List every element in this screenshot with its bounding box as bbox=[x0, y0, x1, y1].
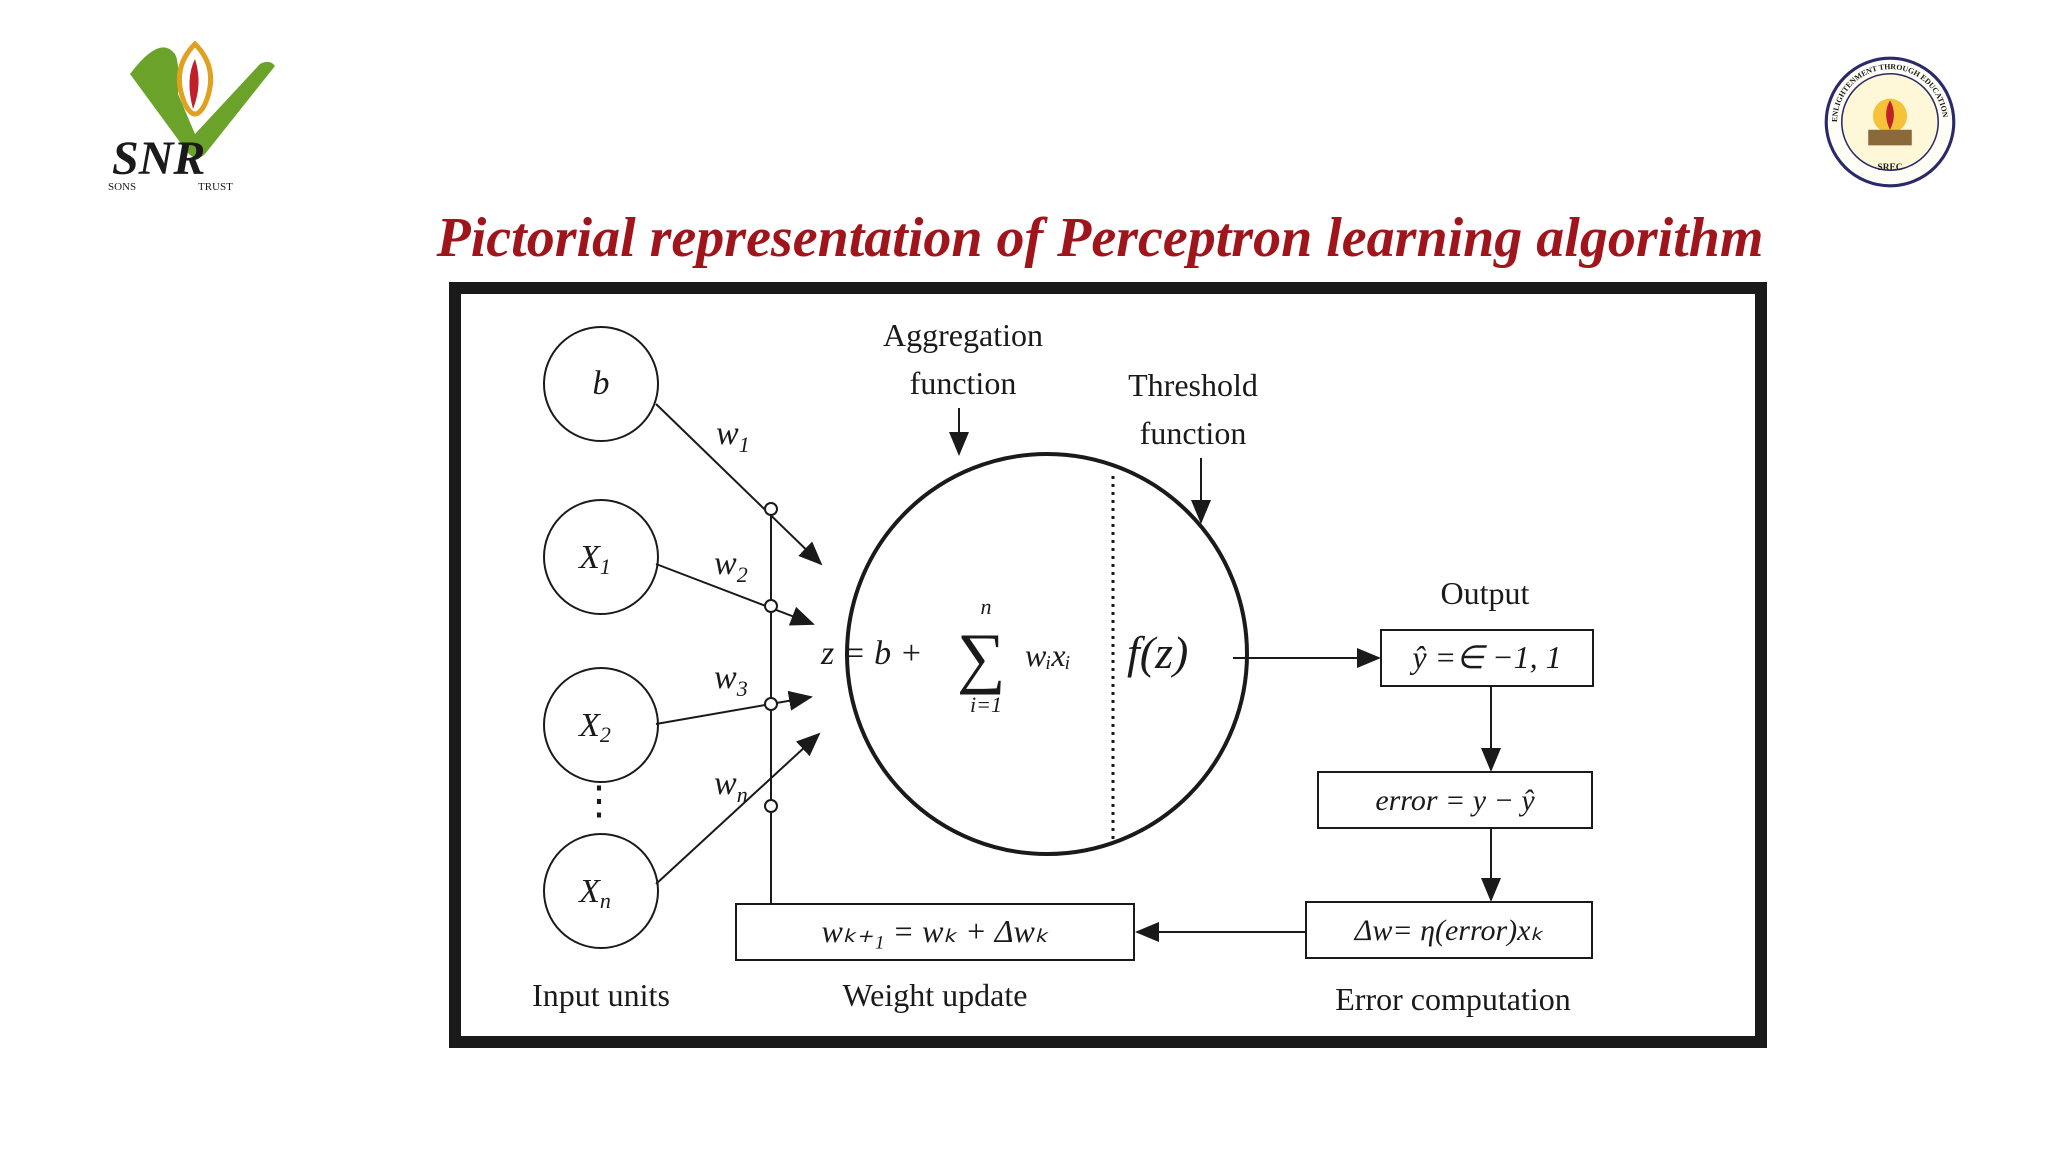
input-node-x2 bbox=[543, 667, 659, 783]
aggregation-label-1: Aggregation bbox=[883, 317, 1043, 353]
logo-sub-right: TRUST bbox=[198, 181, 233, 193]
logo-text: SNR bbox=[112, 132, 205, 185]
input-ellipsis: ⋮ bbox=[579, 778, 619, 823]
threshold-label-1: Threshold bbox=[1128, 367, 1258, 403]
junction-w1 bbox=[764, 502, 778, 516]
delta-box bbox=[1305, 901, 1593, 959]
slide-title: Pictorial representation of Perceptron l… bbox=[436, 207, 1764, 269]
seal-bottom-text: SREC bbox=[1878, 163, 1903, 173]
edge-w3 bbox=[655, 690, 813, 725]
output-label: Output bbox=[1441, 575, 1530, 611]
update-box bbox=[735, 903, 1135, 961]
input-label-x2: X2 bbox=[577, 707, 611, 747]
output-box-text: ŷ =∈ −1, 1 bbox=[1409, 639, 1561, 675]
input-node-xn bbox=[543, 833, 659, 949]
input-label-x1: X1 bbox=[577, 539, 611, 579]
update-box-text: wₖ₊₁ = wₖ + Δwₖ bbox=[822, 913, 1049, 949]
sum-upper: n bbox=[981, 594, 992, 619]
weight-label-w2: w2 bbox=[714, 545, 748, 587]
weight-label-w1: w1 bbox=[716, 415, 750, 457]
edge-w1 bbox=[655, 403, 823, 566]
perceptron-diagram: b X1 X2 ⋮ Xn w1 w2 w3 wn Aggregation fun… bbox=[449, 282, 1767, 1048]
bias-node bbox=[543, 326, 659, 442]
perceptron-svg: b X1 X2 ⋮ Xn w1 w2 w3 wn Aggregation fun… bbox=[532, 317, 1594, 1017]
seal-sun-icon bbox=[1868, 98, 1912, 146]
sum-lower: i=1 bbox=[970, 692, 1002, 717]
error-box bbox=[1317, 771, 1593, 829]
sum-term: wᵢxᵢ bbox=[1025, 637, 1071, 673]
junction-wn bbox=[764, 799, 778, 813]
activation-function: f(z) bbox=[1127, 627, 1188, 678]
neuron-circle bbox=[845, 452, 1249, 856]
output-box bbox=[1380, 629, 1594, 687]
logo-sub-left: SONS bbox=[108, 181, 136, 193]
delta-box-text: Δw= η(error)xₖ bbox=[1354, 914, 1544, 947]
error-box-text: error = y − ŷ bbox=[1375, 784, 1535, 817]
logo-leaf-shape bbox=[130, 47, 275, 159]
sum-formula-left: z = b + bbox=[820, 635, 923, 672]
label-weight-update: Weight update bbox=[843, 977, 1028, 1013]
input-node-x1 bbox=[543, 499, 659, 615]
input-label-xn: Xn bbox=[577, 873, 611, 913]
bias-label: b bbox=[593, 365, 610, 402]
weight-label-wn: wn bbox=[714, 765, 748, 807]
edge-wn bbox=[655, 732, 821, 885]
label-error-computation: Error computation bbox=[1335, 981, 1570, 1017]
threshold-label-2: function bbox=[1140, 415, 1247, 451]
logo-flame-shape bbox=[176, 40, 214, 117]
aggregation-label-2: function bbox=[910, 365, 1017, 401]
srec-seal: ENLIGHTENMENT THROUGH EDUCATION SREC bbox=[1824, 56, 1956, 188]
label-input-units: Input units bbox=[532, 977, 670, 1013]
snr-logo: SNR SONS TRUST bbox=[108, 40, 275, 193]
weight-label-w3: w3 bbox=[714, 659, 748, 701]
junction-w2 bbox=[764, 599, 778, 613]
sum-symbol: ∑ bbox=[957, 619, 1005, 695]
junction-w3 bbox=[764, 697, 778, 711]
edge-w2 bbox=[655, 563, 815, 626]
